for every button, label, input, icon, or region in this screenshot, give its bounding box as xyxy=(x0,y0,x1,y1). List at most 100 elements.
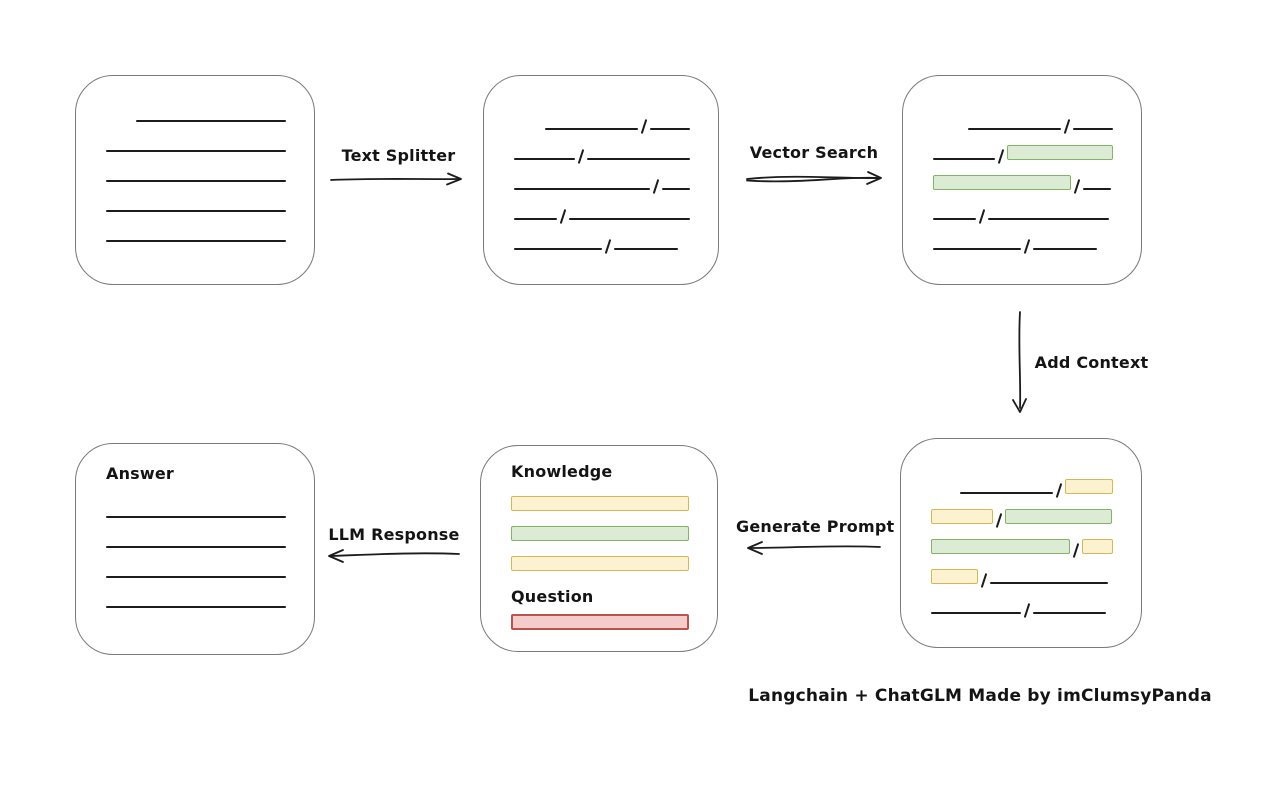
knowledge-label: Knowledge xyxy=(511,462,613,481)
add-context-label: Add Context xyxy=(1034,353,1149,372)
segment-row xyxy=(933,190,1113,224)
text-line xyxy=(586,158,690,160)
text-line xyxy=(514,158,575,160)
yellow-highlight-rect xyxy=(931,569,978,584)
segment-row xyxy=(514,190,690,224)
text-line xyxy=(933,218,976,220)
llm-response-arrow left-arrow-icon xyxy=(328,549,460,563)
green-highlight-rect xyxy=(933,175,1071,190)
text-line xyxy=(514,218,557,220)
yellow-highlight-rect xyxy=(931,509,993,524)
answer-label: Answer xyxy=(106,464,175,483)
text-line xyxy=(545,128,638,130)
green-highlight-rect xyxy=(931,539,1070,554)
segment-row xyxy=(106,548,286,578)
knowledge-bars xyxy=(511,481,689,571)
segment-row xyxy=(106,182,286,212)
text-line xyxy=(933,158,995,160)
question-bar xyxy=(511,606,689,630)
segment-row xyxy=(106,488,286,518)
text-line xyxy=(960,492,1053,494)
context-box xyxy=(900,438,1142,648)
segment-row xyxy=(511,541,689,571)
segment-row xyxy=(106,518,286,548)
yellow-highlight-rect xyxy=(511,496,689,511)
text-line xyxy=(106,546,286,548)
segment-row xyxy=(933,100,1113,134)
segment-row xyxy=(931,554,1113,588)
prompt-box: Knowledge Question xyxy=(480,445,718,652)
text-line xyxy=(650,128,690,130)
yellow-highlight-rect xyxy=(1082,539,1113,554)
text-line xyxy=(614,248,678,250)
vector-search-arrow right-arrow-icon xyxy=(746,171,882,185)
add-context-arrow down-arrow-icon xyxy=(1012,311,1027,413)
yellow-highlight-rect xyxy=(511,556,689,571)
segment-row xyxy=(106,578,286,608)
segment-row xyxy=(514,130,690,164)
segment-row xyxy=(106,92,286,122)
segment-row xyxy=(106,122,286,152)
segment-row xyxy=(106,212,286,242)
red-highlight-rect xyxy=(511,614,689,630)
slash-separator xyxy=(1023,603,1031,618)
vector-search-label: Vector Search xyxy=(749,143,879,162)
segment-row xyxy=(514,160,690,194)
text-line xyxy=(514,188,651,190)
text-line xyxy=(106,180,286,182)
split-chunks-box xyxy=(483,75,719,285)
slash-separator xyxy=(1023,239,1031,254)
generate-prompt-arrow left-arrow-icon xyxy=(747,541,881,555)
segment-row xyxy=(931,524,1113,558)
text-line xyxy=(136,120,286,122)
answer-lines xyxy=(106,488,286,608)
text-line xyxy=(106,150,286,152)
text-line xyxy=(106,516,286,518)
text-line xyxy=(968,128,1061,130)
green-highlight-rect xyxy=(1007,145,1113,160)
slash-separator xyxy=(604,239,612,254)
segment-row xyxy=(514,100,690,134)
text-line xyxy=(931,612,1021,614)
source-document-box xyxy=(75,75,315,285)
question-label: Question xyxy=(511,587,594,606)
segment-row xyxy=(106,152,286,182)
text-line xyxy=(990,582,1108,584)
credit-caption: Langchain + ChatGLM Made by imClumsyPand… xyxy=(748,686,1212,706)
segment-row xyxy=(511,511,689,541)
segment-row xyxy=(933,130,1113,164)
text-line xyxy=(569,218,690,220)
matched-chunk-lines xyxy=(933,76,1113,254)
text-line xyxy=(514,248,602,250)
green-highlight-rect xyxy=(511,526,689,541)
segment-row xyxy=(933,220,1113,254)
text-line xyxy=(1033,248,1097,250)
chunk-lines xyxy=(514,76,690,254)
text-line xyxy=(106,210,286,212)
text-splitter-label: Text Splitter xyxy=(341,146,456,165)
answer-box: Answer xyxy=(75,443,315,655)
vector-matched-box xyxy=(902,75,1142,285)
segment-row xyxy=(931,464,1113,498)
text-line xyxy=(106,606,286,608)
text-line xyxy=(1083,188,1111,190)
segment-row xyxy=(931,494,1113,528)
text-line xyxy=(106,576,286,578)
text-line xyxy=(662,188,690,190)
segment-row xyxy=(511,606,689,630)
text-line xyxy=(1073,128,1113,130)
context-lines xyxy=(931,439,1113,618)
text-line xyxy=(1033,612,1106,614)
text-line xyxy=(988,218,1109,220)
green-highlight-rect xyxy=(1005,509,1112,524)
segment-row xyxy=(933,160,1113,194)
text-splitter-arrow right-arrow-icon xyxy=(330,172,462,186)
segment-row xyxy=(514,220,690,254)
text-line xyxy=(106,240,286,242)
document-lines xyxy=(106,76,286,242)
segment-row xyxy=(511,481,689,511)
generate-prompt-label: Generate Prompt xyxy=(736,517,895,536)
text-line xyxy=(933,248,1021,250)
segment-row xyxy=(931,584,1113,618)
llm-response-label: LLM Response xyxy=(328,525,460,544)
